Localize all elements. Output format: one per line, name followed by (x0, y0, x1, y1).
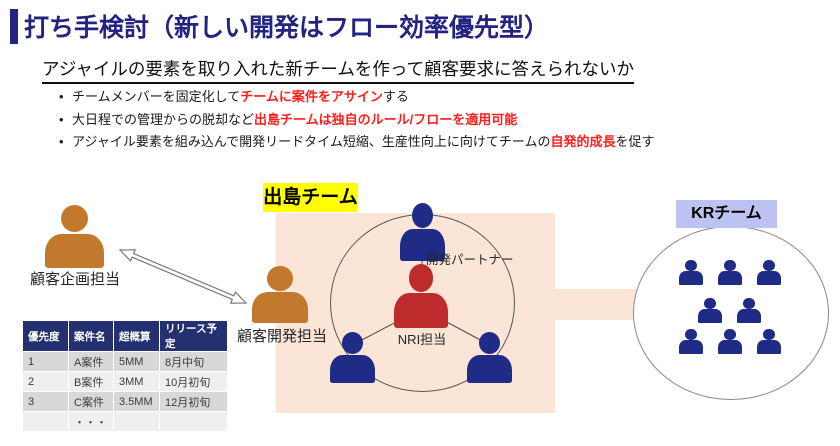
kr-member-person-icon (737, 298, 761, 323)
kr-team-title: KRチーム (676, 200, 777, 228)
dejima-connector-band (553, 289, 639, 320)
kr-member-person-icon (757, 329, 781, 354)
kr-member-person-icon (679, 260, 703, 285)
table-cell: 10月初旬 (159, 371, 228, 392)
customer-planner-label: 顧客企画担当 (29, 271, 120, 288)
table-cell: 2 (22, 371, 69, 392)
bullet-emphasis-text: 出島チームは独自のルール/フローを適用可能 (254, 111, 518, 127)
table-cell: 3MM (113, 371, 160, 392)
subtitle: アジャイルの要素を取り入れた新チームを作って顧客要求に答えられないか (42, 56, 635, 84)
bullet-text: を促す (615, 134, 655, 149)
bullet-text: 大日程での管理からの脱却など (72, 111, 255, 127)
table-cell: 12月初旬 (159, 391, 228, 412)
dejima-member-right-person-icon (467, 332, 512, 383)
dejima-team-title: 出島チーム (263, 183, 358, 212)
bullet-emphasis-text: チームに案件をアサイン (240, 89, 383, 104)
table-cell: 1 (22, 351, 69, 372)
page-title: 打ち手検討（新しい開発はフロー効率優先型） (24, 14, 550, 42)
kr-team-circle (633, 226, 829, 400)
table-cell: 3 (22, 391, 69, 412)
table-cell: ・・・ (68, 411, 114, 432)
kr-member-person-icon (757, 260, 781, 285)
customer-dev-label: 顧客開発担当 (236, 328, 327, 345)
bullet-emphasis-text: 自発的成長 (550, 134, 616, 149)
table-cell (113, 411, 160, 432)
dev-partner-person-icon (400, 203, 445, 261)
table-cell: 3.5MM (113, 391, 160, 412)
table-header-cell: 超概算 (113, 320, 160, 352)
nri-label: NRI担当 (397, 332, 447, 347)
table-cell: 8月中旬 (159, 351, 228, 372)
bullet-list: チームメンバーを固定化してチームに案件をアサインする大日程での管理からの脱却など… (58, 86, 655, 154)
table-cell (159, 411, 228, 432)
bullet-item: 大日程での管理からの脱却など出島チームは独自のルール/フローを適用可能 (58, 109, 655, 132)
case-table-header-row: 優先度案件名超概算リリース予定 (22, 320, 228, 352)
kr-member-person-icon (698, 298, 722, 323)
table-header-cell: 優先度 (22, 320, 69, 352)
table-row: ・・・ (22, 411, 228, 432)
title-accent-bar (10, 9, 18, 44)
customer-dev-person-icon (252, 266, 308, 323)
kr-member-person-icon (718, 329, 742, 354)
table-header-cell: リリース予定 (159, 320, 228, 352)
dev-partner-label: 開発パートナー (426, 253, 514, 267)
table-cell: A案件 (68, 351, 114, 372)
bullet-text: する (382, 89, 409, 104)
bullet-text: チームメンバーを固定化して (72, 89, 241, 104)
bullet-item: アジャイル要素を組み込んで開発リードタイム短縮、生産性向上に向けてチームの自発的… (58, 131, 655, 154)
nri-person-icon (394, 264, 448, 328)
table-cell: 5MM (113, 351, 160, 372)
table-header-cell: 案件名 (68, 320, 114, 352)
bullet-text: アジャイル要素を組み込んで開発リードタイム短縮、生産性向上に向けてチームの (72, 134, 551, 149)
table-cell (22, 411, 69, 432)
table-cell: B案件 (68, 371, 114, 392)
kr-member-person-icon (679, 329, 703, 354)
dejima-member-left-person-icon (330, 332, 375, 383)
customer-planner-person-icon (45, 205, 104, 268)
kr-member-person-icon (718, 260, 742, 285)
table-cell: C案件 (68, 391, 114, 412)
two-way-arrow-icon (118, 249, 248, 304)
bullet-item: チームメンバーを固定化してチームに案件をアサインする (58, 86, 655, 109)
